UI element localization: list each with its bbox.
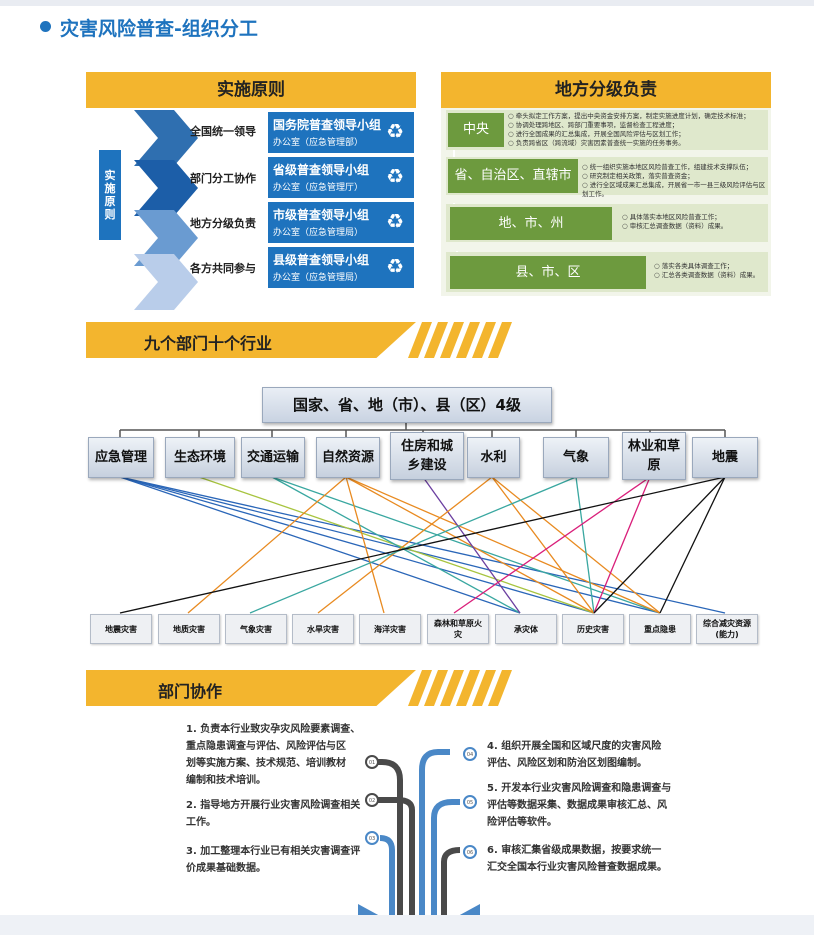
principle-label: 部门分工协作	[190, 172, 256, 185]
category-key-hazards: 重点隐患	[629, 614, 691, 644]
hazard-stripes-icon	[408, 322, 512, 358]
category-meteorological: 气象灾害	[225, 614, 287, 644]
principles-header: 实施原则	[86, 72, 416, 108]
group-office: 办公室（应急管理局）	[273, 228, 364, 238]
recycle-icon: ♻	[386, 209, 404, 233]
recycle-icon: ♻	[386, 254, 404, 278]
principle-label: 地方分级负责	[190, 217, 256, 230]
category-historical: 历史灾害	[562, 614, 624, 644]
leading-group-box: 国务院普查领导小组 办公室（应急管理部） ♻	[268, 112, 414, 153]
collab-banner-bg	[86, 670, 416, 706]
departments-banner-bg	[86, 322, 416, 358]
chevron-shape-2	[134, 160, 198, 216]
tier-county-box: 县、市、区	[450, 256, 646, 289]
node-number: 06	[467, 850, 473, 856]
group-name: 县级普查领导小组	[273, 253, 370, 267]
collab-item-2: 2. 指导地方开展行业灾害风险调查相关工作。	[186, 800, 361, 828]
group-name: 国务院普查领导小组	[273, 118, 382, 132]
tier-county-desc: ○ 落实各类具体调查工作；○ 汇总各类调查数据（资料）成果。	[654, 262, 760, 279]
tier-central-desc: ○ 牵头拟定工作方案，提出中央资金安排方案，制定实施进度计划，确定技术标准；○ …	[508, 112, 750, 147]
node-number: 05	[467, 800, 473, 806]
node-number: 01	[369, 760, 375, 766]
group-name: 市级普查领导小组	[273, 208, 370, 222]
principle-label: 各方共同参与	[190, 262, 256, 275]
collab-item-3: 3. 加工整理本行业已有相关灾害调查评价成果基础数据。	[186, 846, 361, 874]
top-strip	[0, 0, 814, 6]
tier-prefecture-desc: ○ 具体落实本地区风险普查工作；○ 审核汇总调查数据（资料）成果。	[622, 213, 728, 230]
tiers-header: 地方分级负责	[441, 72, 771, 108]
category-exposed-elements: 承灾体	[495, 614, 557, 644]
category-flood-drought: 水旱灾害	[292, 614, 354, 644]
dept-housing: 住房和城乡建设	[390, 432, 464, 480]
group-office: 办公室（应急管理厅）	[273, 183, 364, 193]
tier-prefecture-box: 地、市、州	[450, 207, 612, 240]
dept-transport: 交通运输	[241, 437, 305, 478]
collab-banner-title: 部门协作	[158, 682, 223, 701]
recycle-icon: ♻	[386, 119, 404, 143]
dept-water: 水利	[467, 437, 520, 478]
category-earthquake: 地震灾害	[90, 614, 152, 644]
category-forest-fire: 森林和草原火灾	[427, 614, 489, 644]
chevron-shape-1	[134, 110, 198, 166]
group-office: 办公室（应急管理部）	[273, 138, 364, 148]
category-mitigation-resources: 综合减灾资源(能力)	[696, 614, 758, 644]
leading-group-box: 县级普查领导小组 办公室（应急管理局） ♻	[268, 247, 414, 288]
collab-item-4: 4. 组织开展全国和区域尺度的灾害风险评估、风险区划和防治区划图编制。	[487, 741, 662, 769]
bottom-strip	[0, 915, 814, 935]
departments-banner-title: 九个部门十个行业	[144, 334, 273, 353]
group-office: 办公室（应急管理局）	[273, 273, 364, 283]
recycle-icon: ♻	[386, 164, 404, 188]
node-number: 03	[369, 836, 375, 842]
dept-natural-resources: 自然资源	[316, 437, 380, 478]
dept-forestry: 林业和草原	[622, 432, 686, 480]
category-geological: 地质灾害	[158, 614, 220, 644]
side-label-char: 施	[104, 182, 116, 195]
leading-group-box: 省级普查领导小组 办公室（应急管理厅） ♻	[268, 157, 414, 198]
hazard-stripes-icon	[408, 670, 512, 706]
tier-central-box: 中央	[448, 113, 504, 147]
levels-box: 国家、省、地（市）、县（区）4级	[262, 387, 552, 423]
tier-province-desc: ○ 统一组织实施本地区风险普查工作，组建技术支撑队伍；○ 研究制定相关政策，落实…	[582, 163, 766, 198]
dept-earthquake: 地震	[692, 437, 758, 478]
side-label-char: 原	[104, 195, 116, 208]
node-number: 02	[369, 798, 375, 804]
dept-emergency: 应急管理	[88, 437, 154, 478]
tier-province-box: 省、自治区、直辖市	[448, 159, 578, 193]
principle-label: 全国统一领导	[190, 125, 256, 138]
collab-item-1: 1. 负责本行业致灾孕灾风险要素调查、重点隐患调查与评估、风险评估与区 划等实施…	[186, 724, 361, 786]
principles-side-label: 实 施 原 则	[99, 150, 121, 240]
side-label-char: 实	[104, 169, 116, 182]
bullet-dot-icon	[40, 21, 51, 32]
side-label-char: 则	[104, 208, 116, 221]
collab-item-5: 5. 开发本行业灾害风险调查和隐患调查与评估等数据采集、数据成果审核汇总、风 险…	[487, 783, 672, 828]
dept-ecology: 生态环境	[165, 437, 235, 478]
chevron-shape-3	[134, 210, 198, 266]
collab-item-6: 6. 审核汇集省级成果数据，按要求统一汇交全国本行业灾害风险普查数据成果。	[487, 845, 667, 873]
collab-tree-graphic: 01 02 03 04 05 06	[358, 747, 480, 916]
category-marine: 海洋灾害	[359, 614, 421, 644]
leading-group-box: 市级普查领导小组 办公室（应急管理局） ♻	[268, 202, 414, 243]
dept-meteorology: 气象	[543, 437, 609, 478]
group-name: 省级普查领导小组	[273, 163, 370, 177]
chevron-shape-4	[134, 254, 198, 310]
node-number: 04	[467, 752, 473, 758]
page-title: 灾害风险普查-组织分工	[60, 18, 258, 40]
